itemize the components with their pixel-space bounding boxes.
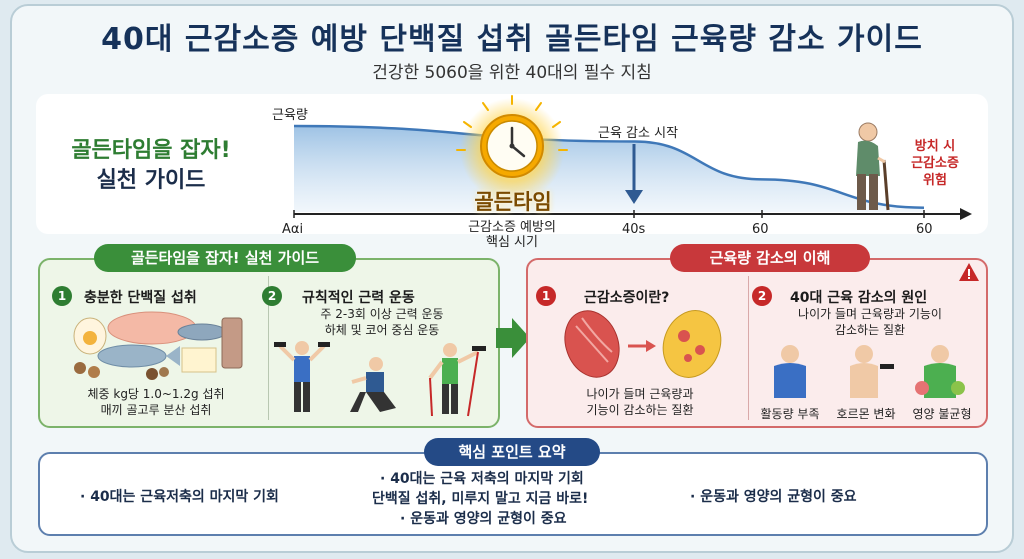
step-number-badge: 1: [536, 286, 556, 306]
protein-food-icon: [73, 311, 243, 380]
x-tick-label: 60: [752, 222, 769, 237]
warning-icon: [959, 263, 979, 281]
summary-point: · 40대는 근육저축의 마지막 기회: [80, 489, 279, 505]
decline-causes-desc: 나이가 들며 근육량과 기능이 감소하는 질환: [798, 307, 942, 337]
muscle-loss-header: 근육량 감소의 이해: [670, 244, 870, 272]
sarcopenia-title: 근감소증이란?: [584, 290, 670, 306]
practice-guide-header: 골든타임을 잡자! 실천 가이드: [94, 244, 356, 272]
x-tick-label: Aαi: [282, 222, 304, 237]
muscle-curve-area: [294, 126, 924, 212]
golden-time-label: 골든타임: [474, 190, 552, 214]
side-title-line-2: 실천 가이드: [96, 168, 206, 193]
exercise-people-icon: [274, 341, 486, 417]
timeline-side-title: 골든타임을 잡자! 실천 가이드: [36, 136, 266, 196]
cause-label: 영양 불균형: [912, 407, 972, 421]
flow-arrow-icon: [496, 318, 530, 358]
strength-training-desc: 주 2-3회 이상 근력 운동 하체 및 코어 중심 운동: [320, 307, 444, 337]
step-number-badge: 1: [52, 286, 72, 306]
x-axis-arrow: [960, 208, 972, 220]
summary-point: · 운동과 영양의 균형이 중요: [690, 489, 857, 505]
golden-time-caption: 근감소증 예방의 핵심 시기: [468, 220, 556, 250]
warning-label: 방치 시 근감소증 위험: [911, 139, 959, 188]
summary-header: 핵심 포인트 요약: [424, 438, 600, 466]
step-number-badge: 2: [262, 286, 282, 306]
panel-divider: [268, 276, 269, 420]
protein-intake-desc: 체중 kg당 1.0~1.2g 섭취 매끼 골고루 분산 섭취: [87, 387, 225, 417]
cause-people-icon: [774, 345, 965, 398]
strength-training-title: 규칙적인 근력 운동: [302, 290, 415, 306]
side-title-line-1: 골든타임을 잡자!: [71, 138, 231, 163]
summary-point: 단백질 섭취, 미루지 말고 지금 바로!: [372, 491, 589, 507]
summary-point: · 운동과 영양의 균형이 중요: [400, 511, 567, 527]
sarcopenia-desc: 나이가 들며 근육량과 기능이 감소하는 질환: [586, 387, 694, 417]
page-title: 40대 근감소증 예방 단백질 섭취 골든타임 근육량 감소 가이드: [101, 22, 923, 57]
cause-label: 활동량 부족: [760, 407, 820, 421]
decline-start-label: 근육 감소 시작: [598, 126, 679, 141]
panel-divider: [748, 276, 749, 420]
x-tick-label: 60: [916, 222, 933, 237]
step-number-badge: 2: [752, 286, 772, 306]
decline-arrow-head: [625, 190, 643, 204]
muscle-curve-line: [293, 124, 925, 209]
decline-causes-title: 40대 근육 감소의 원인: [790, 290, 928, 306]
elderly-person-icon: [856, 122, 890, 211]
page-subtitle: 건강한 5060을 위한 40대의 필수 지침: [372, 63, 652, 83]
clock-icon: [456, 95, 568, 202]
y-axis-label: 근육량: [272, 108, 308, 123]
cause-label: 호르몬 변화: [836, 407, 896, 421]
protein-intake-title: 충분한 단백질 섭취: [84, 290, 197, 306]
x-tick-label: 40s: [622, 222, 646, 237]
muscle-comparison-icon: [564, 310, 722, 378]
summary-point: · 40대는 근육 저축의 마지막 기회: [380, 471, 584, 487]
